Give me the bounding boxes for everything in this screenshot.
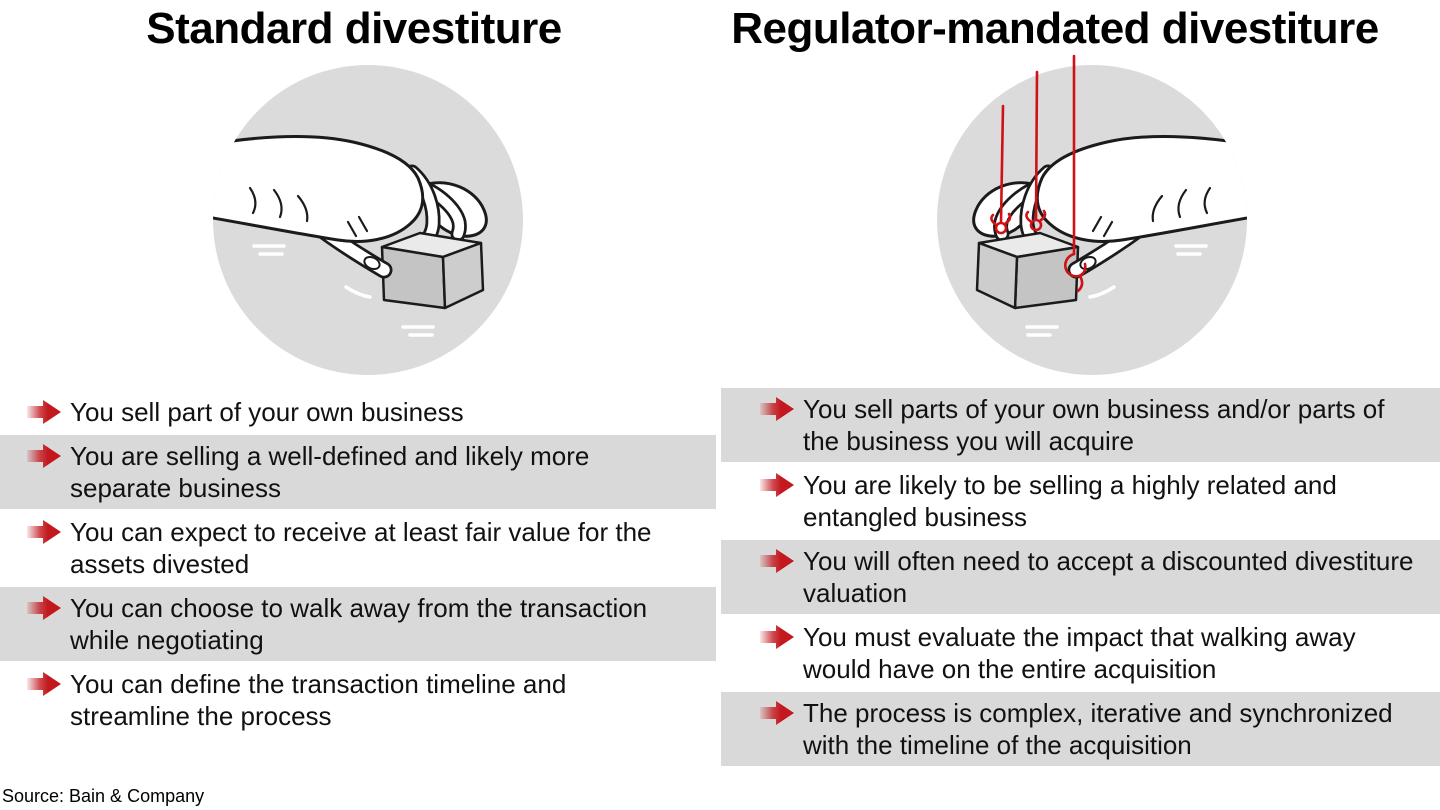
bullet-text: You sell parts of your own business and/… (803, 394, 1385, 456)
red-arrow-icon (27, 672, 61, 696)
bullet-text: You are selling a well-defined and likel… (70, 441, 590, 503)
bullet-text: You will often need to accept a discount… (803, 546, 1414, 608)
bullet-item: You are likely to be selling a highly re… (721, 464, 1440, 538)
red-arrow-icon (27, 520, 61, 544)
bullet-text: You can define the transaction timeline … (70, 669, 567, 731)
bullet-text: You can choose to walk away from the tra… (70, 593, 648, 655)
puppet-strings (990, 54, 1087, 293)
red-arrow-icon (760, 473, 794, 497)
red-arrow-icon (27, 444, 61, 468)
red-arrow-icon (27, 400, 61, 424)
standard-divestiture-list: You sell part of your own business You a… (0, 391, 716, 739)
bullet-item: You are selling a well-defined and likel… (0, 435, 716, 509)
hand-picking-cube-icon (213, 65, 523, 375)
source-note: Source: Bain & Company (2, 786, 205, 806)
bullet-text: You sell part of your own business (70, 397, 464, 427)
bullet-item: You will often need to accept a discount… (721, 540, 1440, 614)
bullet-item: You sell part of your own business (0, 391, 716, 433)
red-arrow-icon (760, 397, 794, 421)
regulator-mandated-divestiture-illustration (922, 50, 1262, 385)
bullet-item: You must evaluate the impact that walkin… (721, 616, 1440, 690)
bullet-text: You are likely to be selling a highly re… (803, 470, 1337, 532)
hand-on-puppet-strings-icon (937, 54, 1247, 375)
bullet-item: You can expect to receive at least fair … (0, 511, 716, 585)
standard-divestiture-illustration (198, 50, 538, 385)
bullet-item: You sell parts of your own business and/… (721, 388, 1440, 462)
regulator-mandated-list: You sell parts of your own business and/… (721, 388, 1440, 768)
right-column-title: Regulator-mandated divestiture (731, 4, 1379, 53)
bullet-item: You can define the transaction timeline … (0, 663, 716, 737)
bullet-text: You can expect to receive at least fair … (70, 517, 652, 579)
bullet-item: The process is complex, iterative and sy… (721, 692, 1440, 766)
red-arrow-icon (760, 625, 794, 649)
red-arrow-icon (760, 701, 794, 725)
red-arrow-icon (27, 596, 61, 620)
red-arrow-icon (760, 549, 794, 573)
left-column-title: Standard divestiture (146, 4, 562, 53)
bullet-text: The process is complex, iterative and sy… (803, 698, 1393, 760)
bullet-text: You must evaluate the impact that walkin… (803, 622, 1356, 684)
bullet-item: You can choose to walk away from the tra… (0, 587, 716, 661)
